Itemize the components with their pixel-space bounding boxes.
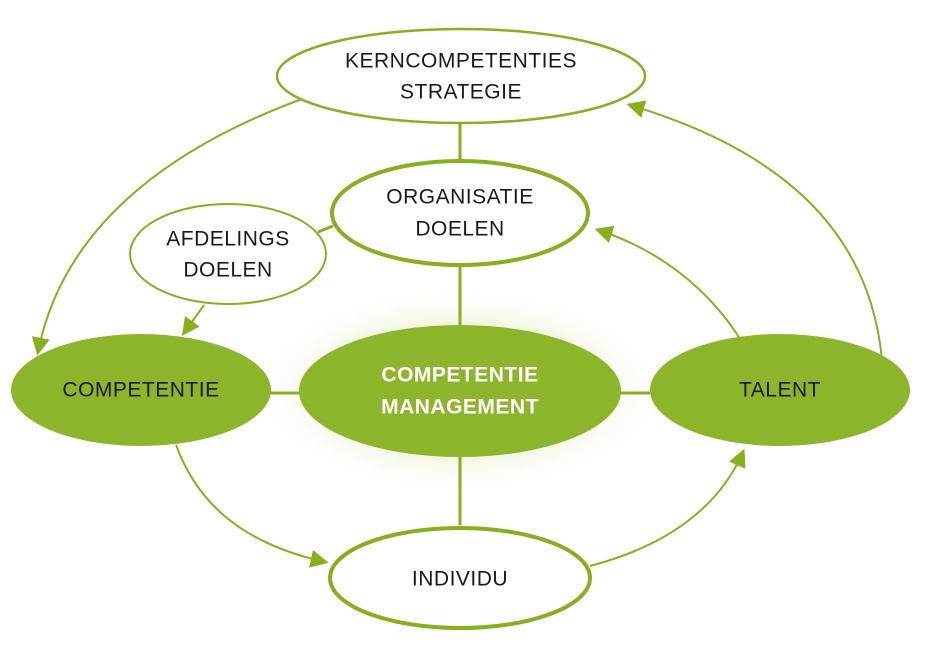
arrow-afdelings-to-competentie: [181, 304, 205, 336]
node-competentie-ellipse: [11, 334, 271, 446]
arrow-talent-to-organisatie: [594, 225, 743, 343]
competentie-label: COMPETENTIE: [62, 379, 219, 402]
flow-arrows: [31, 98, 883, 568]
node-individu: INDIVIDU: [328, 526, 592, 630]
node-talent-ellipse: [650, 334, 910, 446]
management-line1: COMPETENTIE: [381, 364, 538, 387]
node-kerncompetenties-ellipse: [275, 27, 647, 125]
node-kerncompetenties-strategie: KERNCOMPETENTIES STRATEGIE: [275, 27, 647, 125]
node-competentie: COMPETENTIE: [11, 334, 271, 446]
afdelings-line2: DOELEN: [183, 259, 272, 282]
arrow-individu-to-talent: [589, 448, 746, 567]
node-organisatie-ellipse: [330, 159, 590, 267]
line-afdelings-organisatie: [317, 224, 334, 234]
talent-label: TALENT: [739, 379, 821, 402]
node-afdelings-doelen: AFDELINGS DOELEN: [129, 203, 327, 305]
node-talent: TALENT: [650, 334, 910, 446]
node-organisatie-doelen: ORGANISATIE DOELEN: [330, 159, 590, 267]
afdelings-line1: AFDELINGS: [166, 228, 290, 251]
node-competentie-management: COMPETENTIE MANAGEMENT: [299, 325, 621, 457]
arrow-kern-to-competentie: [31, 98, 303, 356]
organisatie-line2: DOELEN: [415, 218, 504, 241]
arrow-talent-to-kern: [626, 100, 883, 361]
node-individu-ellipse: [328, 526, 592, 630]
node-afdelings-ellipse: [129, 203, 327, 305]
management-line2: MANAGEMENT: [381, 396, 539, 419]
individu-label: INDIVIDU: [412, 568, 508, 591]
organisatie-line1: ORGANISATIE: [386, 186, 533, 209]
arrow-competentie-to-individu: [175, 444, 329, 568]
node-management-ellipse: [299, 325, 621, 457]
kerncompetenties-line2: STRATEGIE: [400, 81, 522, 104]
connector-lines: [270, 120, 650, 525]
kerncompetenties-line1: KERNCOMPETENTIES: [345, 50, 577, 73]
